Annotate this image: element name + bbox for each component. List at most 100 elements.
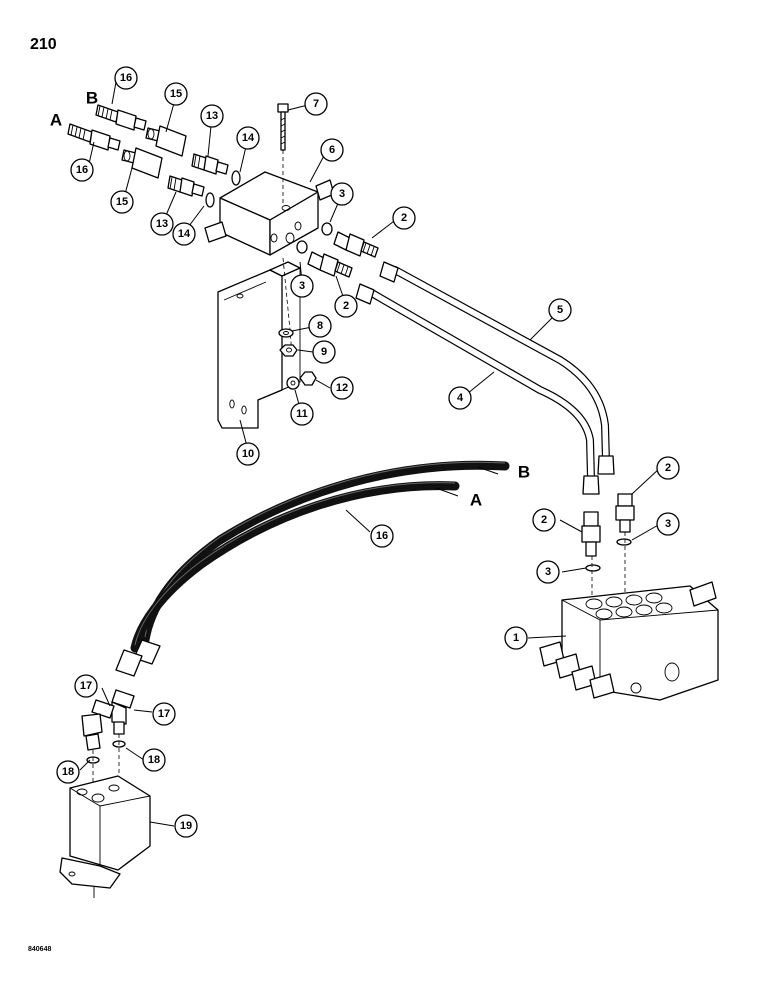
hydraulic-tube — [391, 266, 610, 464]
hydraulic-pump — [59, 775, 151, 898]
callout-3: 3 — [290, 274, 314, 298]
callout-15: 15 — [110, 190, 134, 214]
callout-1: 1 — [504, 626, 528, 650]
page-number: 210 — [30, 36, 57, 53]
svg-text:16: 16 — [76, 164, 88, 176]
callout-18: 18 — [142, 748, 166, 772]
svg-text:19: 19 — [180, 820, 192, 832]
callout-7: 7 — [304, 92, 328, 116]
svg-text:11: 11 — [296, 408, 308, 420]
o-ring — [205, 192, 215, 208]
svg-text:2: 2 — [541, 514, 547, 526]
hose-letter-b: B — [518, 463, 530, 482]
callout-19: 19 — [174, 814, 198, 838]
o-ring — [296, 240, 308, 254]
tube-nut — [582, 475, 600, 495]
callout-12: 12 — [330, 376, 354, 400]
straight-fitting — [581, 511, 601, 557]
svg-text:3: 3 — [299, 280, 305, 292]
valve-block — [204, 171, 335, 256]
callout-14: 14 — [172, 222, 196, 246]
callout-4: 4 — [448, 386, 472, 410]
elbow-fitting — [111, 689, 135, 735]
svg-text:2: 2 — [343, 300, 349, 312]
tube-nut — [379, 261, 399, 283]
elbow-fitting — [81, 699, 115, 751]
callout-13: 13 — [150, 212, 174, 236]
washer — [278, 328, 294, 338]
callout-8: 8 — [308, 314, 332, 338]
svg-text:7: 7 — [313, 98, 319, 110]
callout-17: 17 — [152, 702, 176, 726]
callout-2: 2 — [334, 294, 358, 318]
callout-9: 9 — [312, 340, 336, 364]
svg-text:10: 10 — [242, 448, 254, 460]
svg-text:5: 5 — [557, 304, 563, 316]
o-ring — [321, 222, 333, 236]
callout-2: 2 — [656, 456, 680, 480]
nut — [279, 344, 298, 357]
hose-letter-a: A — [470, 491, 482, 510]
svg-text:9: 9 — [321, 346, 327, 358]
o-ring — [616, 538, 632, 546]
washer — [286, 376, 300, 390]
svg-text:13: 13 — [206, 110, 218, 122]
callout-16: 16 — [114, 66, 138, 90]
svg-text:3: 3 — [545, 566, 551, 578]
svg-text:18: 18 — [148, 754, 160, 766]
svg-text:1: 1 — [513, 632, 519, 644]
svg-text:3: 3 — [339, 188, 345, 200]
callout-15: 15 — [164, 82, 188, 106]
callout-3: 3 — [536, 560, 560, 584]
svg-text:2: 2 — [401, 212, 407, 224]
tube-nut — [355, 283, 375, 305]
mounting-bracket — [217, 261, 301, 429]
svg-text:4: 4 — [457, 392, 464, 404]
callout-5: 5 — [548, 298, 572, 322]
hose-letter-b: B — [86, 89, 98, 108]
hose-end-fitting — [67, 123, 121, 151]
o-ring — [585, 564, 601, 572]
svg-text:16: 16 — [376, 530, 388, 542]
svg-text:17: 17 — [80, 680, 92, 692]
swivel-fitting — [145, 125, 187, 157]
adapter-fitting — [191, 153, 229, 175]
figure-code: 840648 — [28, 946, 52, 953]
svg-text:16: 16 — [120, 72, 132, 84]
svg-text:15: 15 — [170, 88, 182, 100]
callout-6: 6 — [320, 138, 344, 162]
straight-fitting — [333, 231, 379, 258]
callout-16: 16 — [370, 524, 394, 548]
callout-13: 13 — [200, 104, 224, 128]
hydraulic-tube — [366, 288, 595, 482]
callout-17: 17 — [74, 674, 98, 698]
hose-end-fitting — [95, 104, 147, 131]
svg-text:12: 12 — [336, 382, 348, 394]
callout-2: 2 — [392, 206, 416, 230]
tube-nut — [597, 455, 615, 475]
hose-letter-a: A — [50, 111, 62, 130]
hose-ferrule — [115, 649, 143, 677]
svg-text:17: 17 — [158, 708, 170, 720]
callout-11: 11 — [290, 402, 314, 426]
bolt — [277, 103, 289, 151]
nut — [299, 371, 317, 386]
straight-fitting — [615, 493, 635, 533]
callout-18: 18 — [56, 760, 80, 784]
swivel-fitting — [121, 147, 163, 179]
svg-text:3: 3 — [665, 518, 671, 530]
o-ring — [231, 170, 241, 186]
svg-text:14: 14 — [242, 132, 255, 144]
svg-text:18: 18 — [62, 766, 74, 778]
callout-10: 10 — [236, 442, 260, 466]
callout-3: 3 — [330, 182, 354, 206]
svg-text:15: 15 — [116, 196, 128, 208]
callout-2: 2 — [532, 508, 556, 532]
svg-text:2: 2 — [665, 462, 671, 474]
callout-16: 16 — [70, 158, 94, 182]
flexible-hose-a — [130, 481, 460, 653]
callout-3: 3 — [656, 512, 680, 536]
straight-fitting — [307, 251, 353, 278]
